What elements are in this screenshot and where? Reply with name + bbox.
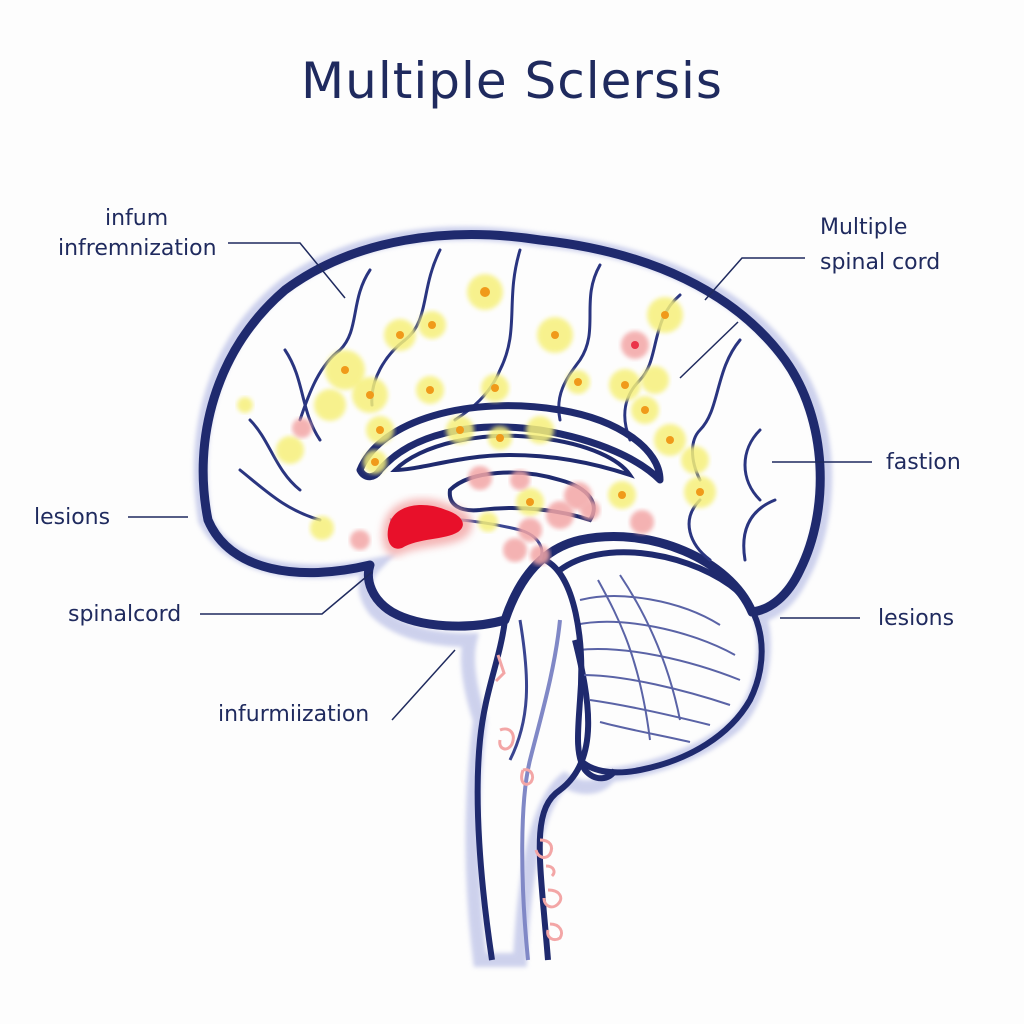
- lesion: [478, 512, 498, 532]
- lesion: [350, 530, 370, 550]
- label-bottom-inflammation: infurmiization: [218, 702, 370, 727]
- lesion: [654, 424, 686, 456]
- lesion: [681, 446, 709, 474]
- lesion: [468, 466, 492, 490]
- lesion: [384, 319, 416, 351]
- major-red-lesion: [387, 505, 463, 549]
- leader-lines: [128, 242, 872, 721]
- spinal-cord-inner: [536, 639, 592, 961]
- lesion: [292, 418, 312, 438]
- lesion: [537, 317, 573, 353]
- lesion: [684, 476, 716, 508]
- lesion: [647, 297, 683, 333]
- leader-top-right-2: [679, 321, 739, 379]
- lesion: [518, 518, 542, 542]
- leader-left-spinal: [200, 571, 373, 615]
- brain-sulci: [238, 248, 777, 562]
- spinal-lesions: [494, 654, 564, 942]
- lesion: [446, 416, 474, 444]
- lesion: [609, 369, 641, 401]
- label-right-lesions: lesions: [878, 606, 955, 631]
- lesion: [546, 501, 574, 529]
- cerebellum-outline: [558, 549, 765, 776]
- spinal-cord-right-edge: [520, 619, 562, 961]
- lesion: [621, 331, 649, 359]
- lesion: [352, 377, 388, 413]
- lesion: [510, 470, 530, 490]
- lesion: [418, 311, 446, 339]
- label-right-fastion: fastion: [886, 450, 961, 475]
- leader-bottom: [391, 649, 456, 721]
- lesion: [608, 481, 636, 509]
- spinal-cord-left-edge: [474, 619, 508, 961]
- label-left-spinal-cord: spinalcord: [68, 602, 182, 627]
- lesion: [366, 416, 394, 444]
- diagram-title: Multiple Sclersis: [301, 52, 723, 110]
- lesion: [416, 376, 444, 404]
- pink-lesions: [292, 331, 654, 565]
- lesion: [314, 389, 346, 421]
- label-top-right-line2: spinal cord: [820, 250, 941, 275]
- lesion: [325, 350, 365, 390]
- lesion: [641, 366, 669, 394]
- lesion: [630, 510, 654, 534]
- lesion: [310, 516, 334, 540]
- lesion: [566, 370, 590, 394]
- lesion: [363, 450, 387, 474]
- lateral-ventricle: [390, 433, 635, 479]
- cerebellum-folds: [574, 574, 741, 743]
- cerebrum-outline: [198, 230, 825, 631]
- lesion: [530, 545, 550, 565]
- lesion: [503, 538, 527, 562]
- lesion: [481, 374, 509, 402]
- leader-top-left: [228, 242, 346, 299]
- label-top-left-line2: infremnization: [58, 236, 217, 261]
- label-left-lesions: lesions: [34, 505, 111, 530]
- lesion: [631, 396, 659, 424]
- lesion: [467, 274, 503, 310]
- spinal-cord-core: [508, 619, 529, 761]
- label-top-right-line1: Multiple: [820, 215, 908, 240]
- brainstem-curve: [543, 557, 618, 782]
- label-top-left-line1: infum: [105, 206, 169, 231]
- leader-top-right: [704, 257, 805, 301]
- lesion: [580, 500, 600, 520]
- yellow-lesions: [237, 274, 716, 540]
- lesion: [526, 416, 554, 444]
- lesion: [488, 426, 512, 450]
- lesion: [237, 397, 253, 413]
- lesion: [276, 436, 304, 464]
- lesion: [516, 488, 544, 516]
